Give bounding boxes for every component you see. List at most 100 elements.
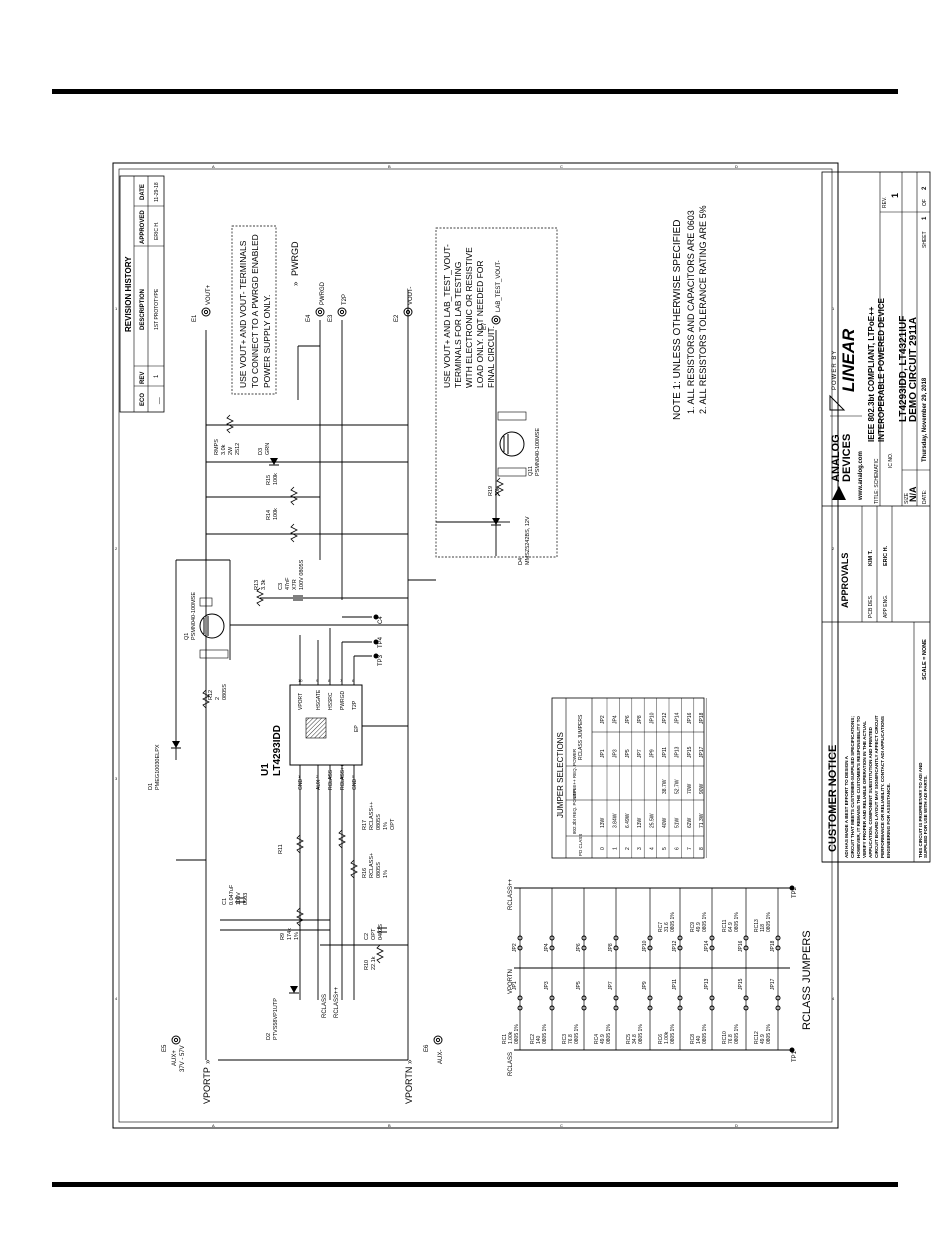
resistor-value: 140 bbox=[536, 1035, 542, 1044]
approval-name-2: ERIC H. bbox=[883, 545, 889, 566]
border-mark: 2 bbox=[115, 546, 118, 551]
component-pkg: 0402S bbox=[378, 924, 384, 940]
resistor-pkg: 0805 1% bbox=[734, 912, 740, 932]
component-value: OPT bbox=[371, 928, 377, 940]
resistor-value: 49.9 bbox=[760, 1034, 766, 1044]
border-mark: A bbox=[212, 164, 215, 169]
resistor-pkg: 0805 1% bbox=[574, 1024, 580, 1044]
vportp-arrow-icon: » bbox=[203, 1059, 212, 1064]
jumper-table-cell: JP16 bbox=[687, 712, 693, 724]
resistor-pkg: 0805 1% bbox=[542, 1024, 548, 1044]
border-mark: D bbox=[735, 1123, 738, 1128]
ic-ep: EP bbox=[354, 725, 360, 732]
component-value: GRN bbox=[265, 443, 271, 455]
resistor-value: 31.6 bbox=[664, 922, 670, 932]
resistor-value: 64.9 bbox=[728, 922, 734, 932]
resistor-ref: RC9 bbox=[690, 922, 696, 932]
lab-note-line: USE VOUT+ AND LAB_TEST_VOUT- bbox=[442, 244, 452, 388]
jumper-jp14: JP14 bbox=[704, 940, 710, 952]
notice-line: VERIFY PROPER AND RELIABLE OPERATION IN … bbox=[862, 721, 867, 858]
tp1-dot bbox=[789, 1047, 795, 1053]
component-value: 3.3k bbox=[261, 579, 267, 590]
tp5-label: TP4 bbox=[378, 636, 384, 648]
rev-date: 11-29-18 bbox=[154, 182, 160, 202]
note-item-2: 2. ALL RESISTORS TOLERANCE RATING ARE 5% bbox=[698, 205, 708, 414]
notice-line: ENGINEERING FOR ASSISTANCE. bbox=[886, 783, 891, 858]
net-pwrgd: PWRGD bbox=[290, 241, 300, 276]
resistor-ref: RC13 bbox=[754, 919, 760, 932]
terminal-e3: E3 T2P bbox=[328, 294, 348, 322]
component-pkg: 2W bbox=[228, 446, 234, 455]
border-mark: C bbox=[560, 1123, 563, 1128]
pwrgd-note-line: TO CONNECT TO A PWRGD ENABLED bbox=[250, 234, 260, 388]
component-ref: D4 bbox=[518, 558, 524, 565]
jumper-table-cell: 38.7W bbox=[662, 779, 668, 794]
sheet-total: 2 bbox=[922, 186, 928, 190]
component-value: 100k bbox=[273, 473, 279, 485]
rclass-bus-mid: VPORTN bbox=[508, 969, 514, 994]
border-mark: 3 bbox=[832, 776, 835, 781]
ic-pin-num: 3 bbox=[328, 774, 331, 779]
jumper-table-heading: JUMPER SELECTIONS bbox=[556, 732, 565, 818]
rev-approved: ERIC H. bbox=[154, 222, 160, 240]
jumper-jp2: JP2 bbox=[512, 943, 518, 952]
component-value: PSMN040-100MSE bbox=[535, 428, 541, 476]
component-value: RCLASS++ bbox=[369, 802, 375, 830]
revision-heading: REVISION HISTORY bbox=[124, 256, 133, 332]
border-mark: B bbox=[388, 164, 391, 169]
border-mark: B bbox=[388, 1123, 391, 1128]
tp4-label: TP3 bbox=[378, 654, 384, 666]
lab-note-text: USE VOUT+ AND LAB_TEST_VOUT-TERMINALS FO… bbox=[442, 244, 496, 388]
notes: NOTE 1: UNLESS OTHERWISE SPECIFIED 1. AL… bbox=[672, 205, 708, 420]
jumper-table-cell: 0 bbox=[600, 847, 606, 850]
tp3-label: C4 bbox=[378, 616, 384, 624]
resistor-ref: RC8 bbox=[690, 1034, 696, 1044]
ic-pin-label: RCLASS++ bbox=[340, 764, 346, 790]
resistor-ref: RC5 bbox=[626, 1034, 632, 1044]
mosfet-q11 bbox=[497, 411, 527, 477]
linear-mark-icon bbox=[829, 394, 846, 411]
resistor-pkg: 0805 1% bbox=[670, 912, 676, 932]
ic-pin-label: HSSRC bbox=[328, 692, 334, 710]
jumper-table-cell: JP3 bbox=[612, 749, 618, 758]
border-mark: C bbox=[560, 164, 563, 169]
ic-pin-label: T2P bbox=[352, 700, 358, 710]
jumper-jp1: JP1 bbox=[512, 981, 518, 990]
rev-hdr-date: DATE bbox=[140, 184, 146, 200]
rev-eco: __ bbox=[154, 397, 160, 405]
jumper-table-cell: 2 bbox=[625, 847, 631, 850]
component-tol: 1% bbox=[383, 822, 389, 830]
rev-hdr-approved: APPROVED bbox=[140, 210, 146, 244]
jumper-table-cell: JP12 bbox=[662, 712, 668, 724]
component-tol: 1% bbox=[294, 932, 300, 940]
component-value: 174k bbox=[287, 928, 293, 940]
resistor-pkg: 0805 1% bbox=[638, 1024, 644, 1044]
net-rclass-pp: RCLASS++ bbox=[334, 986, 340, 1018]
component-value: 3.0k bbox=[221, 444, 227, 455]
rev-hdr-desc: DESCRIPTION bbox=[140, 289, 146, 330]
component-ref: D2 bbox=[266, 1033, 272, 1040]
resistor-value: 76.8 bbox=[728, 1034, 734, 1044]
jumper-jp17: JP17 bbox=[770, 978, 776, 990]
rev-hdr-eco: ECO bbox=[140, 393, 146, 406]
ic-pin-num: 5 bbox=[352, 774, 355, 779]
component-ref: R14 bbox=[266, 510, 272, 520]
resistor-value: 34.8 bbox=[632, 1034, 638, 1044]
analog-devices-logo: ANALOG DEVICES www.analog.com POWER BY L… bbox=[829, 328, 864, 501]
jumper-jp10: JP10 bbox=[642, 940, 648, 952]
revision-history: REVISION HISTORY ECO REV DESCRIPTION APP… bbox=[119, 175, 165, 413]
